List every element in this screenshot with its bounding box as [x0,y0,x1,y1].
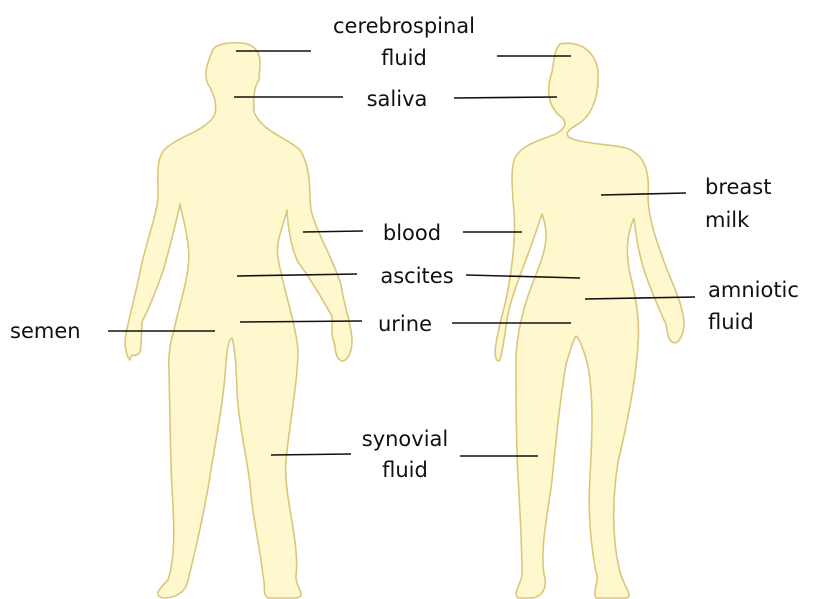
label-ascites: ascites [380,264,453,288]
female-body-silhouette [495,43,684,598]
label-synovial-fluid: fluid [382,458,428,482]
male-body-silhouette [125,43,352,598]
label-semen: semen [10,319,81,343]
label-saliva: saliva [367,87,428,111]
label-blood: blood [383,221,441,245]
label-urine: urine [378,312,432,336]
blood-leader-male [303,231,363,232]
synovial-leader-male [271,454,351,455]
label-synovial: synovial [362,427,449,451]
label-breast: breast [705,175,771,199]
label-cerebrospinal-fluid: fluid [381,46,427,70]
label-cerebrospinal: cerebrospinal [333,14,475,38]
saliva-leader-female [454,97,557,98]
label-amniotic: amniotic [708,278,799,302]
label-milk: milk [705,208,750,232]
urine-leader-male [240,321,362,322]
label-amniotic-fluid: fluid [708,310,754,334]
